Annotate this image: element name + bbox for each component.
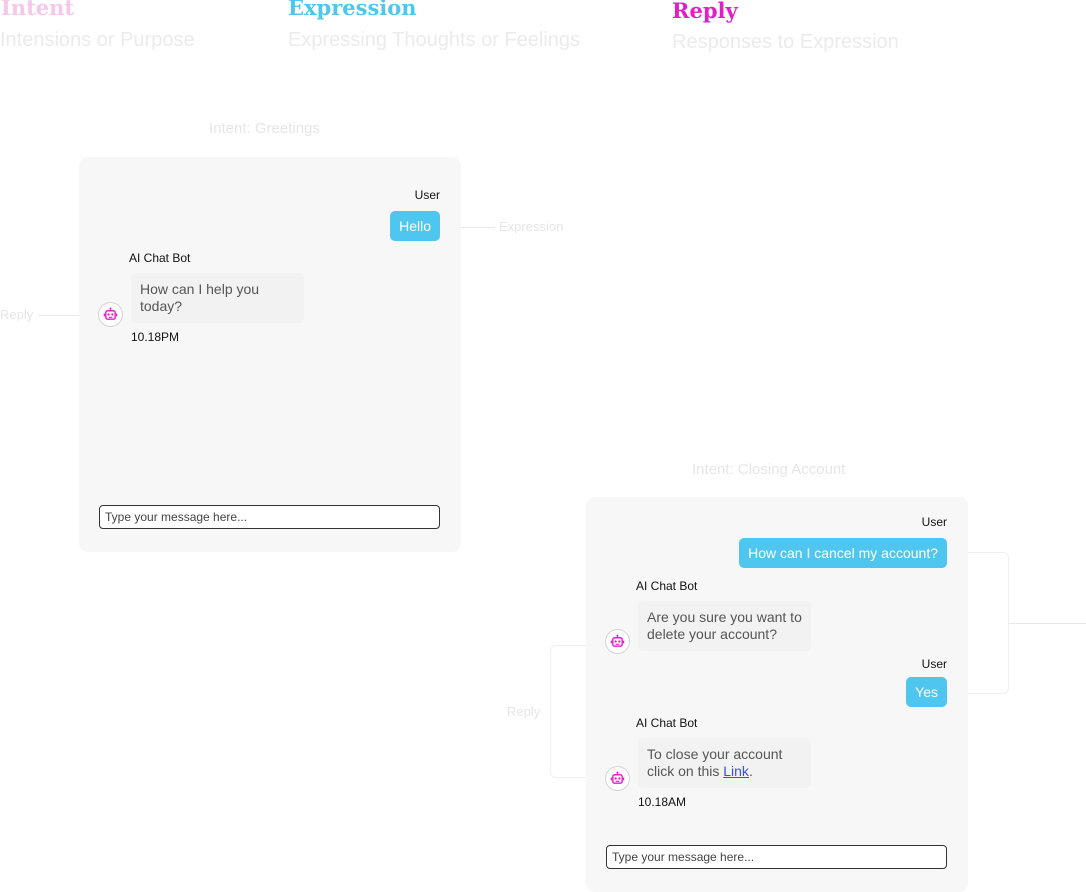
close-account-link[interactable]: Link bbox=[723, 763, 749, 779]
user-sender-label: User bbox=[414, 188, 440, 202]
user-message-bubble-1: How can I cancel my account? bbox=[739, 538, 947, 568]
user-message-bubble-2: Yes bbox=[906, 677, 947, 707]
user-message-bubble: Hello bbox=[390, 211, 440, 241]
bot-sender-label-2: AI Chat Bot bbox=[636, 716, 698, 730]
intent-caption-closing-account: Intent: Closing Account bbox=[692, 461, 846, 478]
bot-avatar bbox=[98, 302, 123, 327]
bot-sender-label-1: AI Chat Bot bbox=[636, 579, 698, 593]
legend-expression-title: Expression bbox=[288, 0, 417, 20]
intent-caption-greetings: Intent: Greetings bbox=[209, 120, 320, 137]
chat-card-greetings: User Hello AI Chat Bot How can I help yo… bbox=[79, 157, 461, 552]
robot-icon bbox=[610, 771, 625, 784]
bot-message-period: . bbox=[748, 763, 753, 779]
bot-message-bubble-1: Are you sure you want to delete your acc… bbox=[638, 601, 811, 651]
chat-card-closing-account: User How can I cancel my account? AI Cha… bbox=[586, 497, 968, 892]
expression-annotation-line-right bbox=[1009, 623, 1086, 624]
bot-message-bubble-2: To close your account click on this Link… bbox=[638, 738, 811, 788]
reply-annotation-line-left bbox=[38, 315, 98, 316]
legend-intent-title: Intent bbox=[1, 0, 75, 20]
bot-sender-label: AI Chat Bot bbox=[129, 251, 191, 265]
user-sender-label-2: User bbox=[921, 657, 947, 671]
bot-message-text: To close your account click on this bbox=[647, 746, 783, 779]
expression-annotation-frame bbox=[965, 552, 1009, 694]
bot-message-bubble: How can I help you today? bbox=[131, 273, 304, 323]
reply-annotation-frame bbox=[550, 645, 590, 778]
reply-annotation-label-left: Reply bbox=[0, 307, 34, 322]
robot-icon bbox=[610, 634, 625, 647]
bot-avatar-2 bbox=[605, 766, 630, 791]
robot-icon bbox=[103, 307, 118, 320]
message-input[interactable] bbox=[99, 505, 440, 529]
user-sender-label-1: User bbox=[921, 515, 947, 529]
message-timestamp: 10.18PM bbox=[131, 330, 180, 344]
bot-avatar-1 bbox=[605, 629, 630, 654]
legend-intent-subtitle: Intensions or Purpose bbox=[0, 29, 195, 51]
message-input-2[interactable] bbox=[606, 845, 947, 869]
legend-reply-title: Reply bbox=[672, 0, 738, 23]
reply-annotation-label-right: Reply bbox=[507, 704, 541, 719]
legend-reply-subtitle: Responses to Expression bbox=[672, 31, 899, 53]
expression-annotation-label: Expression bbox=[499, 219, 564, 234]
legend-expression-subtitle: Expressing Thoughts or Feelings bbox=[288, 29, 581, 51]
expression-annotation-line bbox=[443, 227, 495, 228]
message-timestamp-2: 10.18AM bbox=[638, 795, 687, 809]
